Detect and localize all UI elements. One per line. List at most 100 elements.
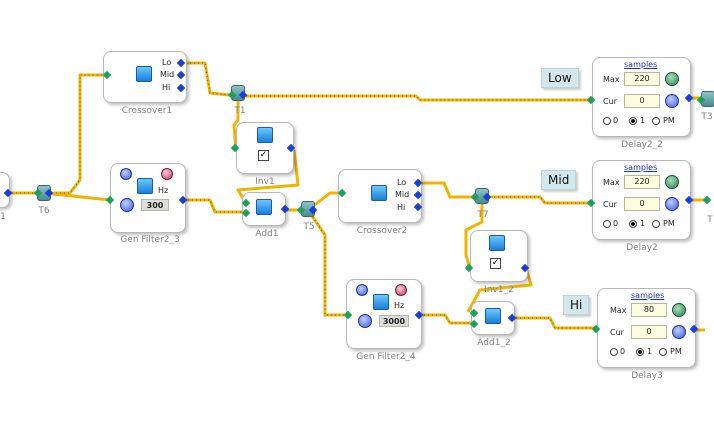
radio-pm-label: PM [670,347,682,356]
hi-label: Hi [397,203,406,212]
samples-link[interactable]: samples [631,291,665,300]
tee-caption: T1 [234,106,246,116]
samples-link[interactable]: samples [624,163,658,172]
inv1-block[interactable]: ✓ [236,122,294,174]
cur-spin-icon[interactable] [672,325,686,339]
invert-icon [489,235,505,251]
wire [420,313,474,325]
filter-icon [373,294,389,310]
max-label: Max [603,178,620,187]
radio-pm[interactable] [652,220,660,228]
add-icon [256,199,272,215]
crossover1-block[interactable]: Lo Mid Hi [103,51,187,103]
wave-icon[interactable] [161,168,173,180]
radio-1-label: 1 [647,347,653,356]
freq-spin-icon[interactable] [358,314,372,328]
component-caption: Gen Filter2_3 [120,235,180,245]
radio-0-label: 0 [613,116,619,125]
wire [184,198,246,214]
genfilter2_4-block[interactable]: Hz 3000 [346,279,422,349]
component-caption: Delay2 [626,243,658,253]
delay2-block[interactable]: samples Max 220 Cur 0 0 1 PM [592,160,691,240]
power-icon[interactable] [356,284,368,296]
lo-label: Lo [397,178,407,187]
radio-0[interactable] [610,348,618,356]
wire [43,191,111,202]
freq-field[interactable]: 3000 [379,315,409,327]
hi-label: Hi [162,83,171,92]
invert-checkbox[interactable]: ✓ [490,258,501,269]
component-caption: Crossover1 [121,106,173,116]
wire [0,73,106,195]
component-caption: Inv1_2 [484,285,514,295]
radio-1[interactable] [629,220,637,228]
delay3-block[interactable]: samples Max 80 Cur 0 0 1 PM [597,288,696,368]
radio-pm[interactable] [652,117,660,125]
max-field[interactable]: 220 [624,72,660,86]
mid-label: Mid [395,190,410,199]
cur-spin-icon[interactable] [665,94,679,108]
max-spin-icon[interactable] [665,72,679,86]
max-label: Max [603,75,620,84]
freq-field[interactable]: 300 [141,199,169,211]
add-icon [485,308,501,324]
wire [182,61,239,98]
cur-field[interactable]: 0 [624,94,660,108]
add1-block[interactable] [242,192,286,226]
delay2_2-block[interactable]: samples Max 220 Cur 0 0 1 PM [592,57,691,137]
tee-caption: T3 [701,112,713,122]
max-spin-icon[interactable] [665,175,679,189]
crossover2-block[interactable]: Lo Mid Hi [338,169,422,223]
radio-0-label: 0 [613,219,619,228]
radio-pm-label: PM [663,116,675,125]
radio-pm[interactable] [659,348,667,356]
unit-label: Hz [394,301,405,310]
crossover-icon [136,66,152,82]
label-low[interactable]: Low [541,68,579,88]
radio-1-label: 1 [640,116,646,125]
tee-caption: T [707,215,713,225]
component-caption: Add1 [255,229,279,239]
invert-checkbox[interactable]: ✓ [258,150,269,161]
max-field[interactable]: 220 [624,175,660,189]
cur-label: Cur [603,200,617,209]
tee-caption: T5 [303,222,315,232]
radio-1[interactable] [629,117,637,125]
wire [238,94,590,102]
max-field[interactable]: 80 [631,303,667,317]
component-caption: Delay3 [631,371,663,381]
label-hi[interactable]: Hi [563,295,590,315]
samples-link[interactable]: samples [624,60,658,69]
component-caption: Crossover2 [356,226,408,236]
filter-icon [137,178,153,194]
tee-caption: T6 [38,206,50,216]
radio-0-label: 0 [620,347,626,356]
label-mid[interactable]: Mid [541,170,577,190]
input-pin[interactable] [702,195,712,205]
freq-spin-icon[interactable] [120,198,134,212]
radio-1-label: 1 [640,219,646,228]
inv1_2-block[interactable]: ✓ [470,230,528,282]
crossover-icon [371,185,387,201]
component-caption: 1 [0,212,6,222]
unit-label: Hz [158,186,169,195]
cur-label: Cur [603,97,617,106]
lo-label: Lo [162,58,172,67]
radio-1[interactable] [636,348,644,356]
wire [482,195,590,205]
genfilter2_3-block[interactable]: Hz 300 [110,163,186,233]
radio-pm-label: PM [663,219,675,228]
wave-icon[interactable] [395,284,407,296]
radio-0[interactable] [603,220,611,228]
max-spin-icon[interactable] [672,303,686,317]
radio-0[interactable] [603,117,611,125]
cur-field[interactable]: 0 [631,325,667,339]
wire [512,316,597,330]
cur-field[interactable]: 0 [624,197,660,211]
cur-spin-icon[interactable] [665,197,679,211]
mid-label: Mid [160,70,175,79]
cur-label: Cur [610,328,624,337]
power-icon[interactable] [120,168,132,180]
component-caption: Add1_2 [477,338,511,348]
